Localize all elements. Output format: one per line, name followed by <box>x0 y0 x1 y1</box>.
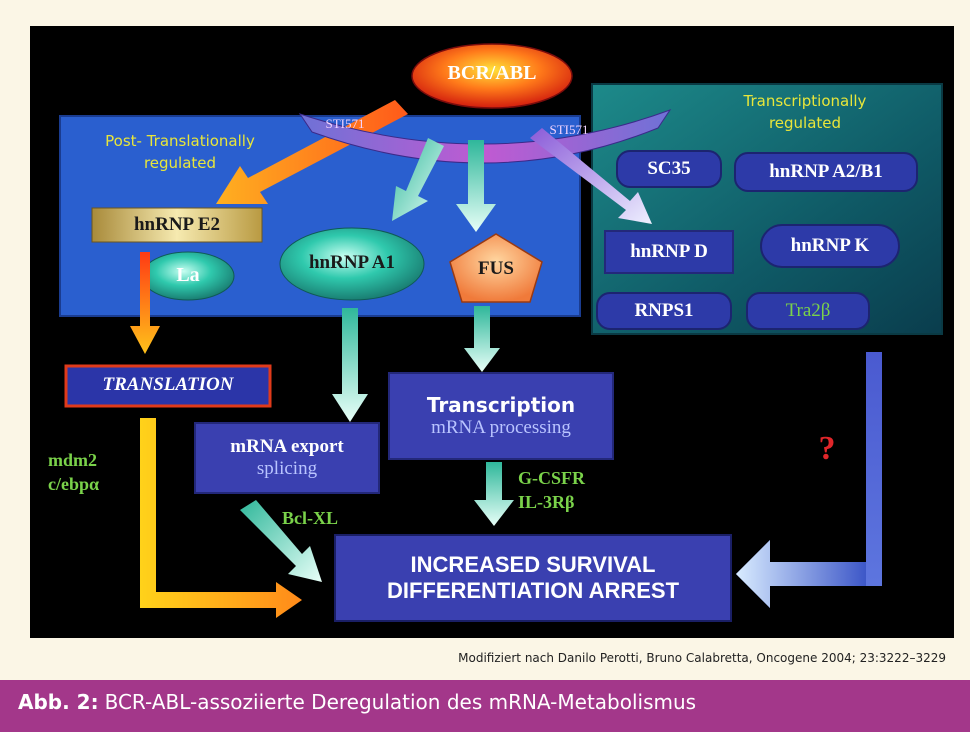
arrow-bcr-to-fus <box>456 140 496 232</box>
figure-title: BCR-ABL-assoziierte Deregulation des mRN… <box>104 690 697 714</box>
tra2b-label: Tra2β <box>785 300 831 321</box>
gcsfr-label: G-CSFR <box>518 468 585 488</box>
sti571-right-label: STI571 <box>549 122 589 137</box>
figure-caption-bar: Abb. 2:BCR-ABL-assoziierte Deregulation … <box>0 680 970 732</box>
sc35-label: SC35 <box>647 158 691 179</box>
translation-label: TRANSLATION <box>102 374 234 395</box>
fus-label: FUS <box>478 258 514 279</box>
il3rb-label: IL-3Rβ <box>518 492 575 512</box>
tra2b-node: Tra2β <box>746 292 870 330</box>
arrow-transcriptional-to-outcome <box>736 540 866 608</box>
hnrnp-a2b1-label: hnRNP A2/B1 <box>769 161 883 182</box>
figure-caption: Abb. 2:BCR-ABL-assoziierte Deregulation … <box>18 690 696 714</box>
transcription-line1: Transcription <box>426 393 576 417</box>
hnrnp-k-node: hnRNP K <box>760 224 900 268</box>
transcriptional-line2: regulated <box>768 114 842 132</box>
outcome-line1: INCREASED SURVIVAL <box>410 552 656 577</box>
arrow-fus-to-transcription <box>464 306 500 372</box>
hnrnp-a2b1-node: hnRNP A2/B1 <box>734 152 918 192</box>
hnrnp-a1-label: hnRNP A1 <box>308 252 396 273</box>
mdm2-label: mdm2 <box>48 450 97 470</box>
source-caption: Modifiziert nach Danilo Perotti, Bruno C… <box>458 651 946 665</box>
hnrnp-e2-label: hnRNP E2 <box>133 214 221 235</box>
rnps1-node: RNPS1 <box>596 292 732 330</box>
fus-shape <box>449 233 543 303</box>
hnrnp-d-node: hnRNP D <box>604 230 734 274</box>
sc35-node: SC35 <box>616 150 722 188</box>
bcr-abl-label: BCR/ABL <box>447 62 537 84</box>
la-label: La <box>176 264 200 286</box>
bclxl-label: Bcl-XL <box>282 508 338 528</box>
post-translational-line1: Post- Translationally <box>105 132 255 150</box>
transcriptional-line1: Transcriptionally <box>743 92 867 110</box>
arrow-bcr-to-a1 <box>392 138 444 221</box>
sti571-left-label: STI571 <box>325 116 365 131</box>
figure-number: Abb. 2: <box>18 690 99 714</box>
transcriptional-title: Transcriptionally regulated <box>710 90 900 134</box>
mrna-export-line1: mRNA export <box>230 436 344 457</box>
hnrnp-e2-shape <box>91 207 263 243</box>
arrow-export-to-outcome <box>240 500 322 582</box>
arrow-bcr-to-e2 <box>216 100 408 204</box>
post-translational-title: Post- Translationally regulated <box>70 130 290 174</box>
transcription-line2: mRNA processing <box>431 417 571 438</box>
post-translational-line2: regulated <box>143 154 217 172</box>
bcr-abl-node <box>411 43 573 109</box>
sti571-arc <box>298 109 672 164</box>
question-mark: ? <box>818 430 836 467</box>
hnrnp-k-label: hnRNP K <box>790 235 870 256</box>
diagram-canvas: BCR/ABL STI571 STI571 Post- Translationa… <box>30 26 954 638</box>
mrna-export-line2: splicing <box>256 458 318 479</box>
cebpa-label: c/ebpα <box>48 474 100 494</box>
arrow-bcr-to-transcriptional <box>530 128 652 224</box>
hnrnp-a1-shape <box>279 227 425 301</box>
arrow-translation-to-outcome <box>140 418 302 618</box>
outcome-node: INCREASED SURVIVAL DIFFERENTIATION ARRES… <box>334 534 732 622</box>
rnps1-label: RNPS1 <box>634 300 694 321</box>
arrow-a1-to-export <box>332 308 368 422</box>
translation-shape <box>64 364 272 408</box>
mrna-export-node: mRNA export splicing <box>194 422 380 494</box>
outcome-line2: DIFFERENTIATION ARREST <box>386 578 680 603</box>
arrow-transcription-to-outcome <box>474 462 514 526</box>
transcription-node: Transcription mRNA processing <box>388 372 614 460</box>
hnrnp-d-label: hnRNP D <box>630 241 708 262</box>
arrow-e2-to-translation <box>130 252 160 354</box>
